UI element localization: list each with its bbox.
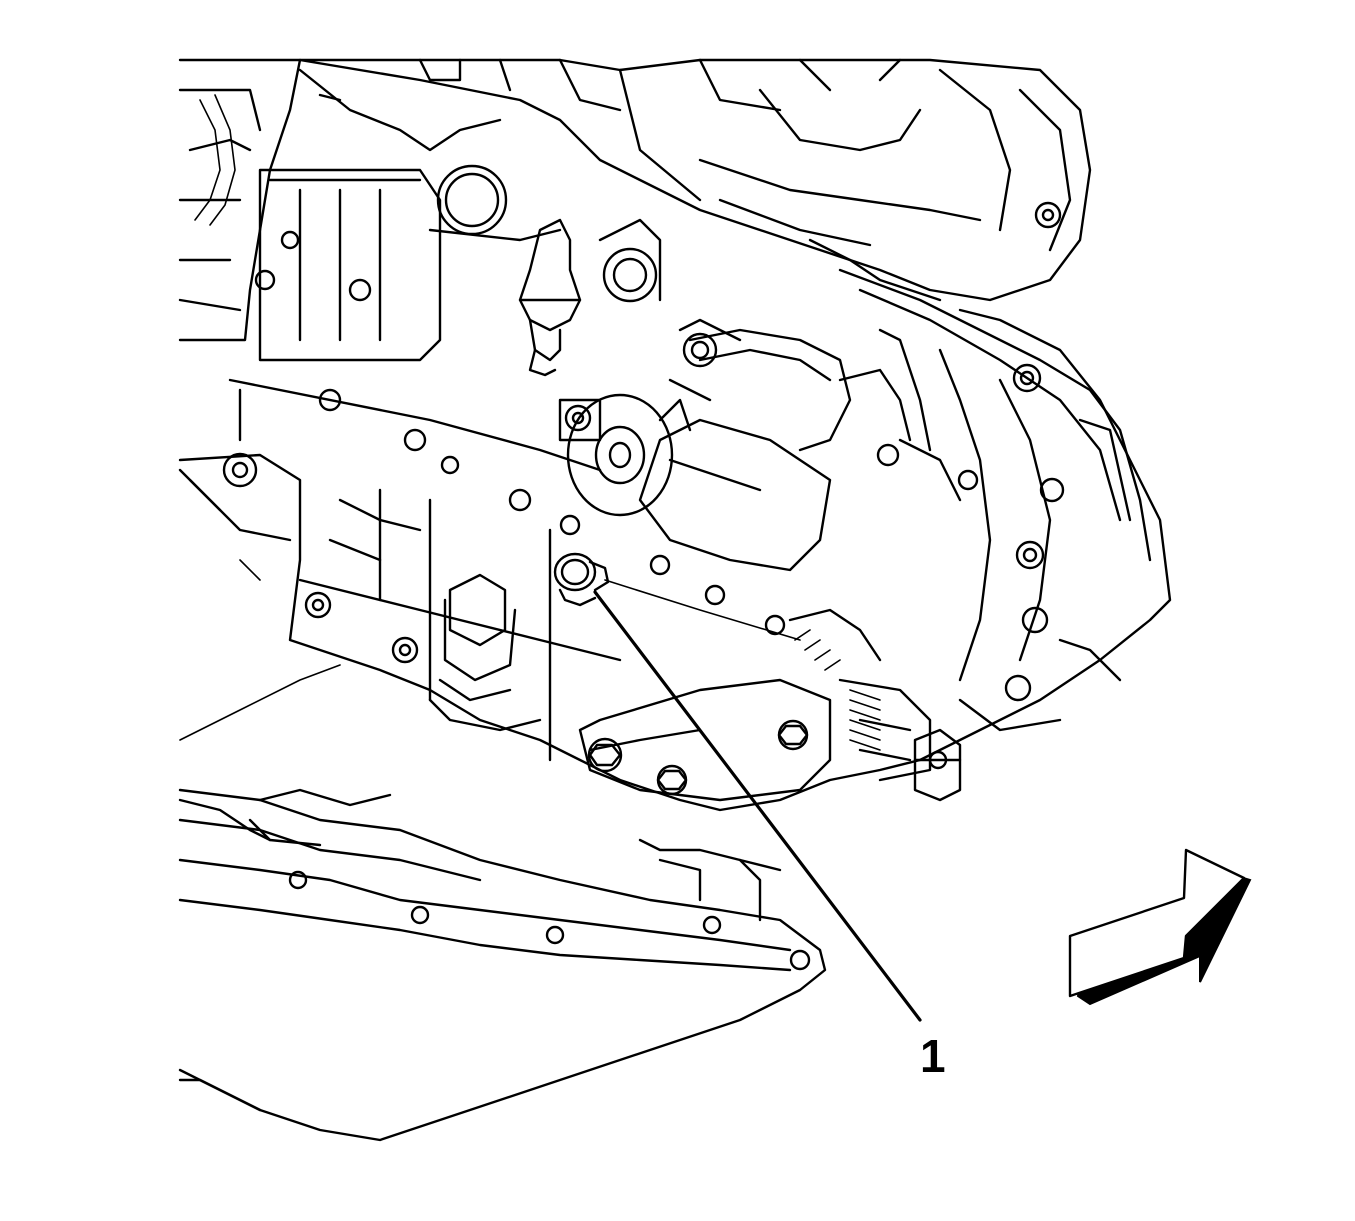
upper-oil-pan	[178, 308, 1172, 812]
lower-pan	[178, 788, 827, 1142]
engine-block	[178, 58, 562, 362]
callout-label-1: 1	[920, 1030, 946, 1082]
cylinder-head	[298, 58, 1092, 302]
starter-motor	[558, 318, 912, 572]
mounting-bracket	[578, 678, 962, 802]
oil-pressure-sensor	[518, 218, 662, 377]
flywheel-outline	[179, 559, 341, 741]
oil-drain-plug	[553, 552, 801, 641]
front-direction-arrow-icon	[1068, 848, 1252, 1006]
transmission-housing	[838, 268, 1152, 732]
callout-1: 1	[593, 590, 946, 1082]
flexplate-ring-gear	[788, 608, 932, 782]
oil-pan-nut	[428, 573, 542, 732]
